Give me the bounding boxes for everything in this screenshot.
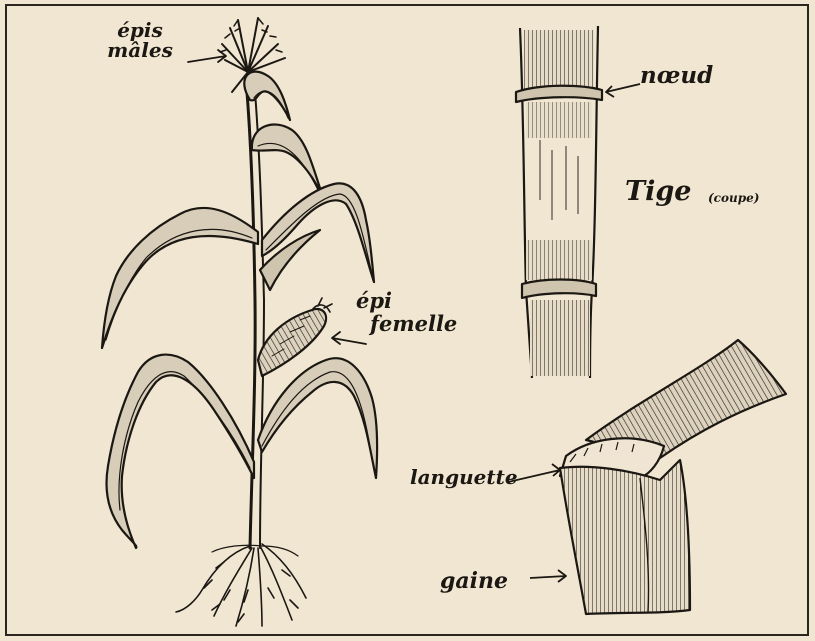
label-coupe: (coupe) [708, 192, 759, 204]
arrow-epis-males [188, 50, 226, 62]
label-epi-femelle-line2: femelle [370, 313, 457, 334]
label-epi-femelle: épi femelle [352, 290, 457, 334]
roots [176, 544, 306, 626]
stem-section [516, 26, 640, 378]
leaf-lower-right [258, 358, 377, 478]
label-languette: languette [410, 467, 518, 487]
leaf-sheath-detail [508, 340, 786, 614]
leaf-upper-left [244, 72, 290, 120]
leaf-middle-left [102, 208, 258, 348]
label-noeud: nœud [640, 64, 713, 87]
leaf-upper-right [252, 124, 324, 200]
leaf-lower-left [107, 355, 254, 548]
maize-plant [102, 18, 377, 626]
arrow-noeud [606, 84, 640, 97]
label-epis-males-line1: épis [100, 20, 180, 40]
label-epi-femelle-line1: épi [356, 290, 457, 311]
label-epis-males: épis mâles [100, 20, 180, 60]
label-epis-males-line2: mâles [100, 40, 180, 60]
label-tige: Tige [625, 178, 691, 205]
arrow-gaine [530, 570, 566, 582]
label-gaine: gaine [440, 570, 508, 592]
